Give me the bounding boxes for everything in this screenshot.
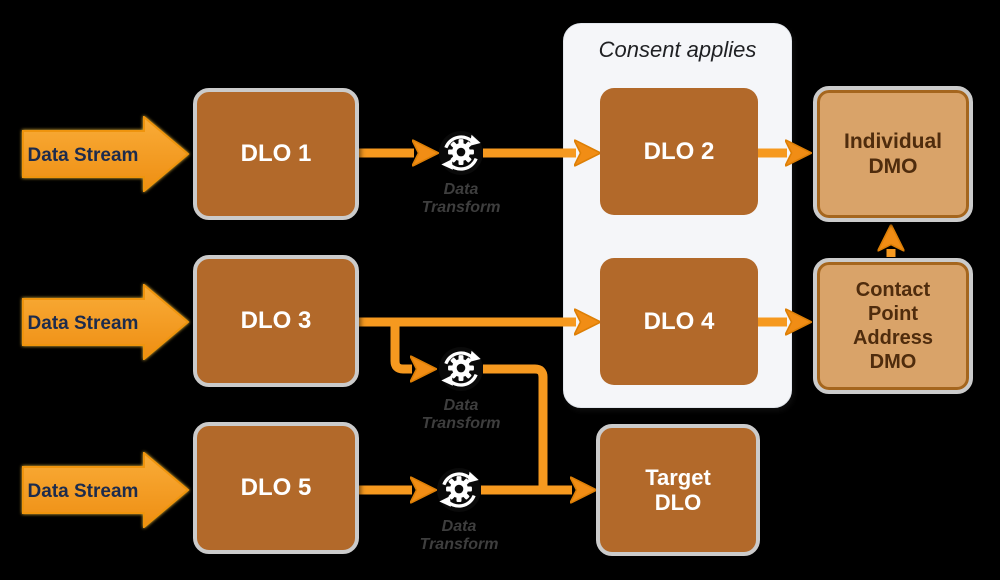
dlo2-label: DLO 2 (643, 137, 715, 165)
individual-dmo-label: Individual DMO (843, 129, 942, 178)
dlo1-box: DLO 1 (193, 88, 359, 220)
data-transform-icon (438, 130, 484, 176)
data-stream-arrow-1: Data Stream (22, 116, 190, 192)
dlo3-label: DLO 3 (240, 307, 312, 335)
data-stream-arrow-shape (22, 452, 190, 528)
data-transform-label-2: Data Transform (421, 397, 501, 432)
data-stream-arrow-shape (22, 116, 190, 192)
arrow-dlo3-branch-to-transform2 (390, 324, 412, 369)
dlo4-box: DLO 4 (600, 258, 758, 385)
data-transform-icon (436, 467, 482, 513)
data-stream-label: Data Stream (28, 145, 139, 166)
contact-point-address-dmo-label: Contact Point Address DMO (852, 279, 934, 373)
data-transform-label-1: Data Transform (421, 181, 501, 216)
contact-point-address-dmo-box: Contact Point Address DMO (813, 258, 973, 394)
data-stream-label: Data Stream (28, 481, 139, 502)
wire-transform2-to-junction (483, 364, 548, 490)
consent-group-label: Consent applies (598, 37, 757, 62)
target-dlo-box: Target DLO (596, 424, 760, 556)
dlo1-label: DLO 1 (240, 140, 312, 168)
dlo3-box: DLO 3 (193, 255, 359, 387)
data-stream-label: Data Stream (28, 313, 139, 334)
data-transform-icon (438, 346, 484, 392)
dlo5-label: DLO 5 (240, 474, 312, 502)
dlo2-box: DLO 2 (600, 88, 758, 215)
dlo4-label: DLO 4 (643, 307, 715, 335)
data-stream-arrow-shape (22, 284, 190, 360)
data-stream-arrow-2: Data Stream (22, 284, 190, 360)
data-transform-label-3: Data Transform (419, 518, 499, 553)
individual-dmo-box: Individual DMO (813, 86, 973, 222)
target-dlo-label: Target DLO (645, 464, 711, 515)
dlo5-box: DLO 5 (193, 422, 359, 554)
data-stream-arrow-3: Data Stream (22, 452, 190, 528)
